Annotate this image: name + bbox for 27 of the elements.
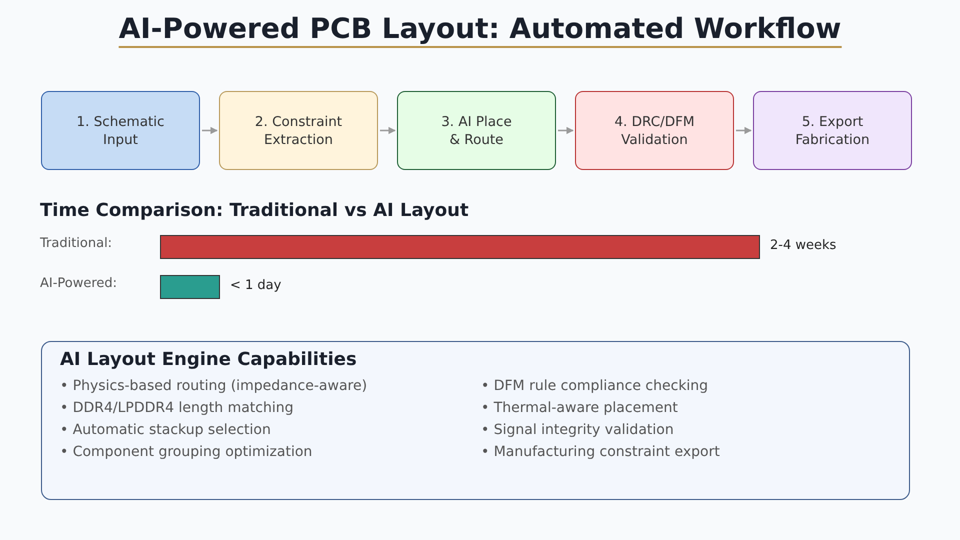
list-item: • DFM rule compliance checking bbox=[481, 377, 708, 395]
list-item: • Automatic stackup selection bbox=[60, 421, 271, 439]
process-box: 4. DRC/DFM Validation bbox=[575, 91, 734, 170]
section-heading: Time Comparison: Traditional vs AI Layout bbox=[40, 200, 469, 221]
list-item: • Thermal-aware placement bbox=[481, 399, 678, 417]
list-item: • Manufacturing constraint export bbox=[481, 443, 720, 461]
arrow bbox=[736, 126, 752, 134]
bar bbox=[160, 275, 220, 299]
bar bbox=[160, 235, 760, 259]
category-label: Traditional: bbox=[40, 236, 112, 252]
info-panel bbox=[41, 341, 910, 500]
process-box: 5. Export Fabrication bbox=[753, 91, 912, 170]
arrow bbox=[558, 126, 574, 134]
process-box: 2. Constraint Extraction bbox=[219, 91, 378, 170]
list-item: • Component grouping optimization bbox=[60, 443, 312, 461]
panel-heading: AI Layout Engine Capabilities bbox=[60, 349, 357, 370]
list-item: • DDR4/LPDDR4 length matching bbox=[60, 399, 294, 417]
process-box: 1. Schematic Input bbox=[41, 91, 200, 170]
process-box: 3. AI Place & Route bbox=[397, 91, 556, 170]
arrow bbox=[202, 126, 218, 134]
value-label: 2-4 weeks bbox=[770, 238, 836, 254]
arrow bbox=[380, 126, 396, 134]
list-item: • Physics-based routing (impedance-aware) bbox=[60, 377, 368, 395]
page-title: AI-Powered PCB Layout: Automated Workflow bbox=[118, 12, 842, 48]
list-item: • Signal integrity validation bbox=[481, 421, 674, 439]
value-label: < 1 day bbox=[230, 278, 282, 294]
category-label: AI-Powered: bbox=[40, 276, 118, 292]
